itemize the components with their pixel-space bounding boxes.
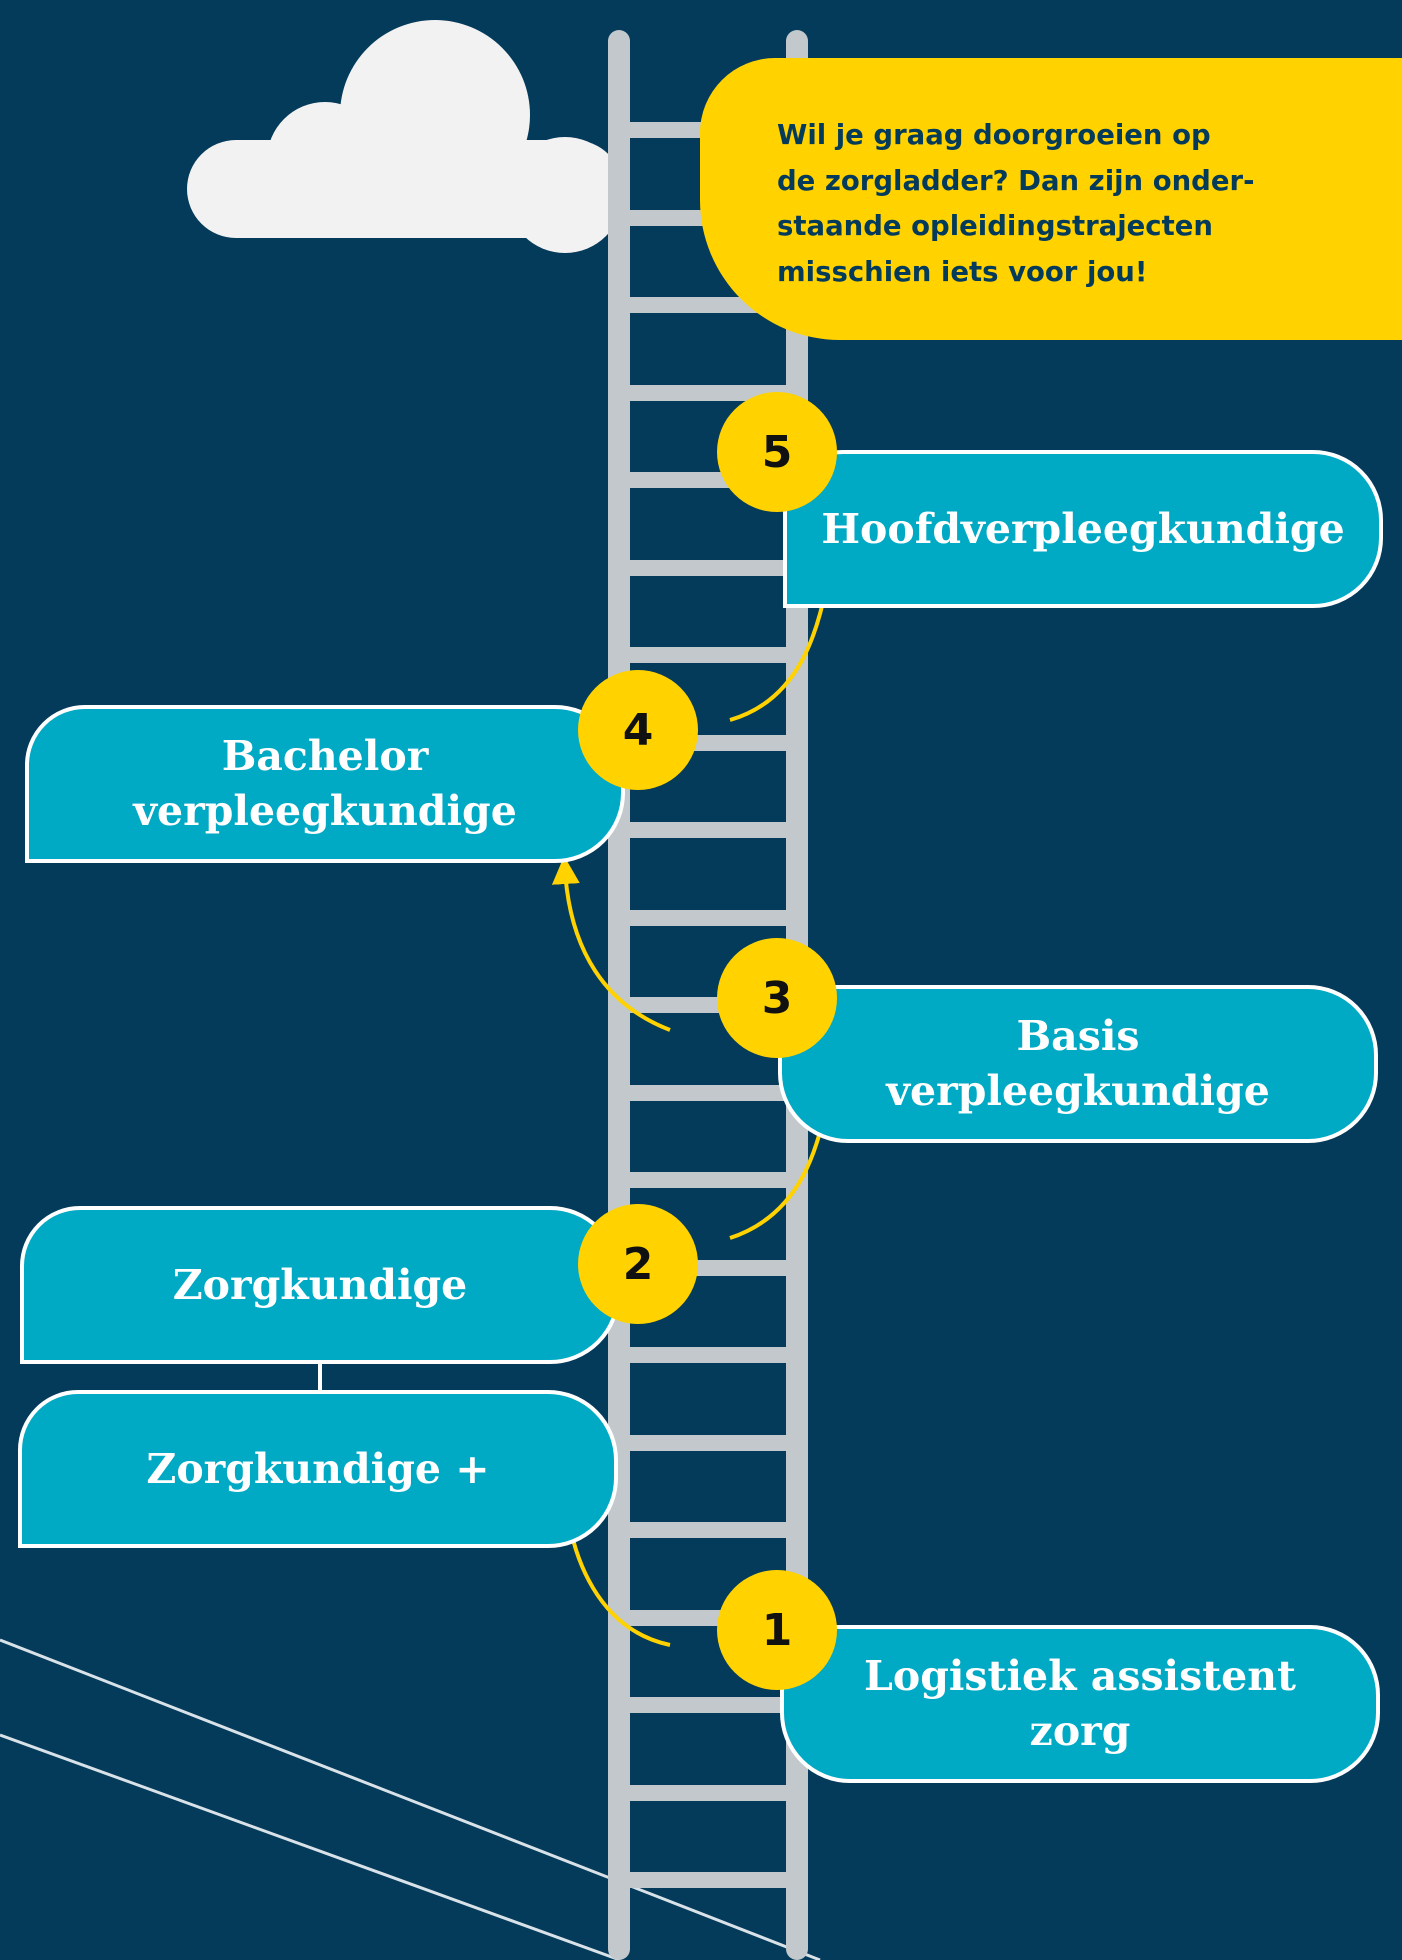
ladder-rung — [612, 1785, 802, 1801]
step-3-box: Basis verpleegkundige — [778, 985, 1378, 1143]
step-1-label: Logistiek assistent zorg — [864, 1652, 1296, 1755]
ladder-rung — [612, 1435, 802, 1451]
step-5-label: Hoofdverpleegkundige — [821, 504, 1345, 553]
step-3-label: Basis verpleegkundige — [886, 1012, 1270, 1115]
step-2-plus-box: Zorgkundige + — [18, 1390, 618, 1548]
step-1-badge: 1 — [717, 1570, 837, 1690]
ladder-rung — [612, 1347, 802, 1363]
decor-line — [0, 1638, 821, 1960]
ladder-rung — [612, 560, 802, 576]
step-2-label: Zorgkundige — [172, 1260, 468, 1309]
decor-line — [0, 1733, 621, 1960]
step-4-badge: 4 — [578, 670, 698, 790]
step-1-box: Logistiek assistent zorg — [780, 1625, 1380, 1783]
step-4-label: Bachelor verpleegkundige — [133, 732, 517, 835]
step-2-badge: 2 — [578, 1204, 698, 1324]
step-4-box: Bachelor verpleegkundige — [25, 705, 625, 863]
step-5-box: Hoofdverpleegkundige — [783, 450, 1383, 608]
intro-callout: Wil je graag doorgroeien op de zorgladde… — [700, 58, 1402, 340]
cloud-icon — [187, 20, 623, 253]
ladder-rung — [612, 1172, 802, 1188]
ladder-rung — [612, 1085, 802, 1101]
ladder-rung — [612, 1697, 802, 1713]
ladder-rung — [612, 1872, 802, 1888]
intro-text: Wil je graag doorgroeien op de zorgladde… — [777, 119, 1255, 288]
step-2-plus-label: Zorgkundige + — [146, 1444, 490, 1493]
ladder-rung — [612, 647, 802, 663]
step-3-badge: 3 — [717, 938, 837, 1058]
ladder-rung — [612, 822, 802, 838]
step-5-badge: 5 — [717, 392, 837, 512]
curved-arrow-icon — [551, 856, 671, 1032]
ladder-rung — [612, 910, 802, 926]
ladder-rung — [612, 1522, 802, 1538]
step-2-box: Zorgkundige — [20, 1206, 620, 1364]
